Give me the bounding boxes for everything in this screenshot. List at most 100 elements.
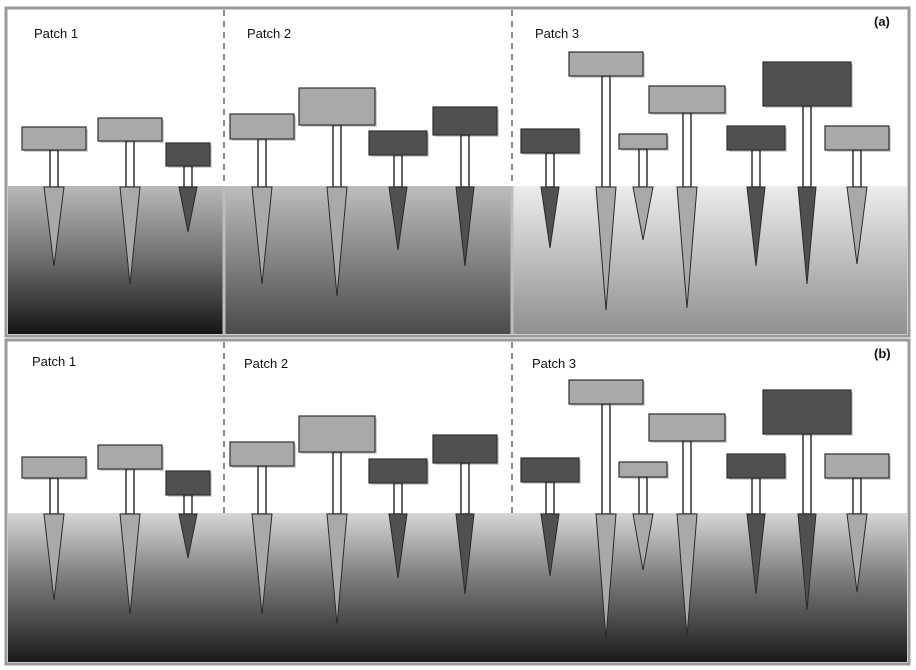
plant-shoot	[618, 133, 668, 150]
plant-shoot	[618, 461, 668, 478]
plant-stem	[751, 477, 761, 515]
plant-stem	[460, 462, 470, 515]
plant	[229, 113, 296, 285]
plant-stem	[545, 481, 555, 515]
plant-shoot	[648, 413, 726, 442]
plant-shoot	[229, 441, 295, 467]
plant	[97, 117, 164, 285]
plant-stem	[49, 149, 59, 188]
plant-stem	[393, 482, 403, 515]
plant-stem	[125, 140, 135, 188]
patch-3-label: Patch 3	[532, 356, 576, 371]
patch-2-label: Patch 2	[247, 26, 291, 41]
plant-shoot	[520, 457, 580, 483]
plant-root	[540, 513, 560, 577]
plant-stem	[682, 440, 692, 515]
panel-a: Patch 1 Patch 2 Patch 3 (a)	[4, 6, 911, 338]
plant-stem	[460, 134, 470, 188]
plant	[165, 142, 212, 233]
plant-shoot	[21, 456, 87, 479]
plant-root	[251, 513, 273, 615]
plant-root	[43, 186, 65, 267]
plant	[21, 126, 88, 267]
plant	[726, 125, 787, 267]
plant-stem	[682, 112, 692, 188]
plant	[618, 461, 669, 571]
plant	[648, 413, 727, 637]
plant	[520, 457, 581, 577]
plant-root	[326, 186, 348, 297]
plant	[568, 51, 645, 311]
plant-stem	[545, 152, 555, 188]
plant	[368, 130, 429, 251]
panel-b: Patch 1 Patch 2 Patch 3 (b)	[4, 338, 911, 666]
plant-root	[846, 513, 868, 593]
plant	[368, 458, 429, 579]
plant-shoot	[165, 470, 211, 496]
plant-shoot	[298, 87, 376, 126]
patch-3-label: Patch 3	[535, 26, 579, 41]
plant-root	[455, 186, 475, 267]
plant-root	[676, 513, 698, 637]
plant-shoot	[432, 106, 498, 136]
plant-root	[178, 186, 198, 233]
plant	[165, 470, 212, 559]
plant	[97, 444, 164, 615]
plant-root	[455, 513, 475, 595]
plant-root	[746, 513, 766, 595]
plant-stem	[332, 451, 342, 515]
plant-root	[326, 513, 348, 625]
plant	[568, 379, 645, 639]
plant-root	[676, 186, 698, 309]
plant-shoot	[432, 434, 498, 464]
plant-stem	[638, 148, 648, 188]
plant-shoot	[298, 415, 376, 453]
plant-stem	[125, 468, 135, 515]
plant	[298, 415, 377, 625]
plant-root	[388, 186, 408, 251]
plant-shoot	[97, 444, 163, 470]
patch-1-label: Patch 1	[32, 354, 76, 369]
plant-root	[540, 186, 560, 249]
plant-root	[846, 186, 868, 265]
plant-root	[746, 186, 766, 267]
plant	[648, 85, 727, 309]
plant-shoot	[568, 51, 644, 77]
panel-b-soil	[8, 513, 907, 662]
plant	[762, 389, 853, 611]
patch-2-label: Patch 2	[244, 356, 288, 371]
plant-root	[595, 513, 617, 639]
plant-root	[43, 513, 65, 601]
plant-shoot	[824, 453, 890, 479]
plant-stem	[852, 477, 862, 515]
plant-shoot	[21, 126, 87, 151]
plant-shoot	[229, 113, 295, 140]
plant-root	[797, 513, 817, 611]
plant-shoot	[648, 85, 726, 114]
plant-root	[251, 186, 273, 285]
plant-shoot	[368, 130, 428, 156]
panel-a-tag: (a)	[874, 14, 890, 29]
plant	[762, 61, 853, 285]
plant	[229, 441, 296, 615]
plant-stem	[802, 105, 812, 188]
plant-shoot	[762, 389, 852, 435]
plant-stem	[601, 403, 611, 515]
plant-shoot	[97, 117, 163, 142]
plant-shoot	[762, 61, 852, 107]
plant-root	[595, 186, 617, 311]
plant-stem	[802, 433, 812, 515]
plant-stem	[393, 154, 403, 188]
plant-stem	[601, 75, 611, 188]
plant	[726, 453, 787, 595]
plant-root	[119, 186, 141, 285]
plant	[824, 125, 891, 265]
plant	[618, 133, 669, 241]
plant-root	[797, 186, 817, 285]
plant-shoot	[165, 142, 211, 167]
plant	[21, 456, 88, 601]
plant-root	[632, 513, 654, 571]
plant-stem	[257, 465, 267, 515]
plant-shoot	[824, 125, 890, 151]
